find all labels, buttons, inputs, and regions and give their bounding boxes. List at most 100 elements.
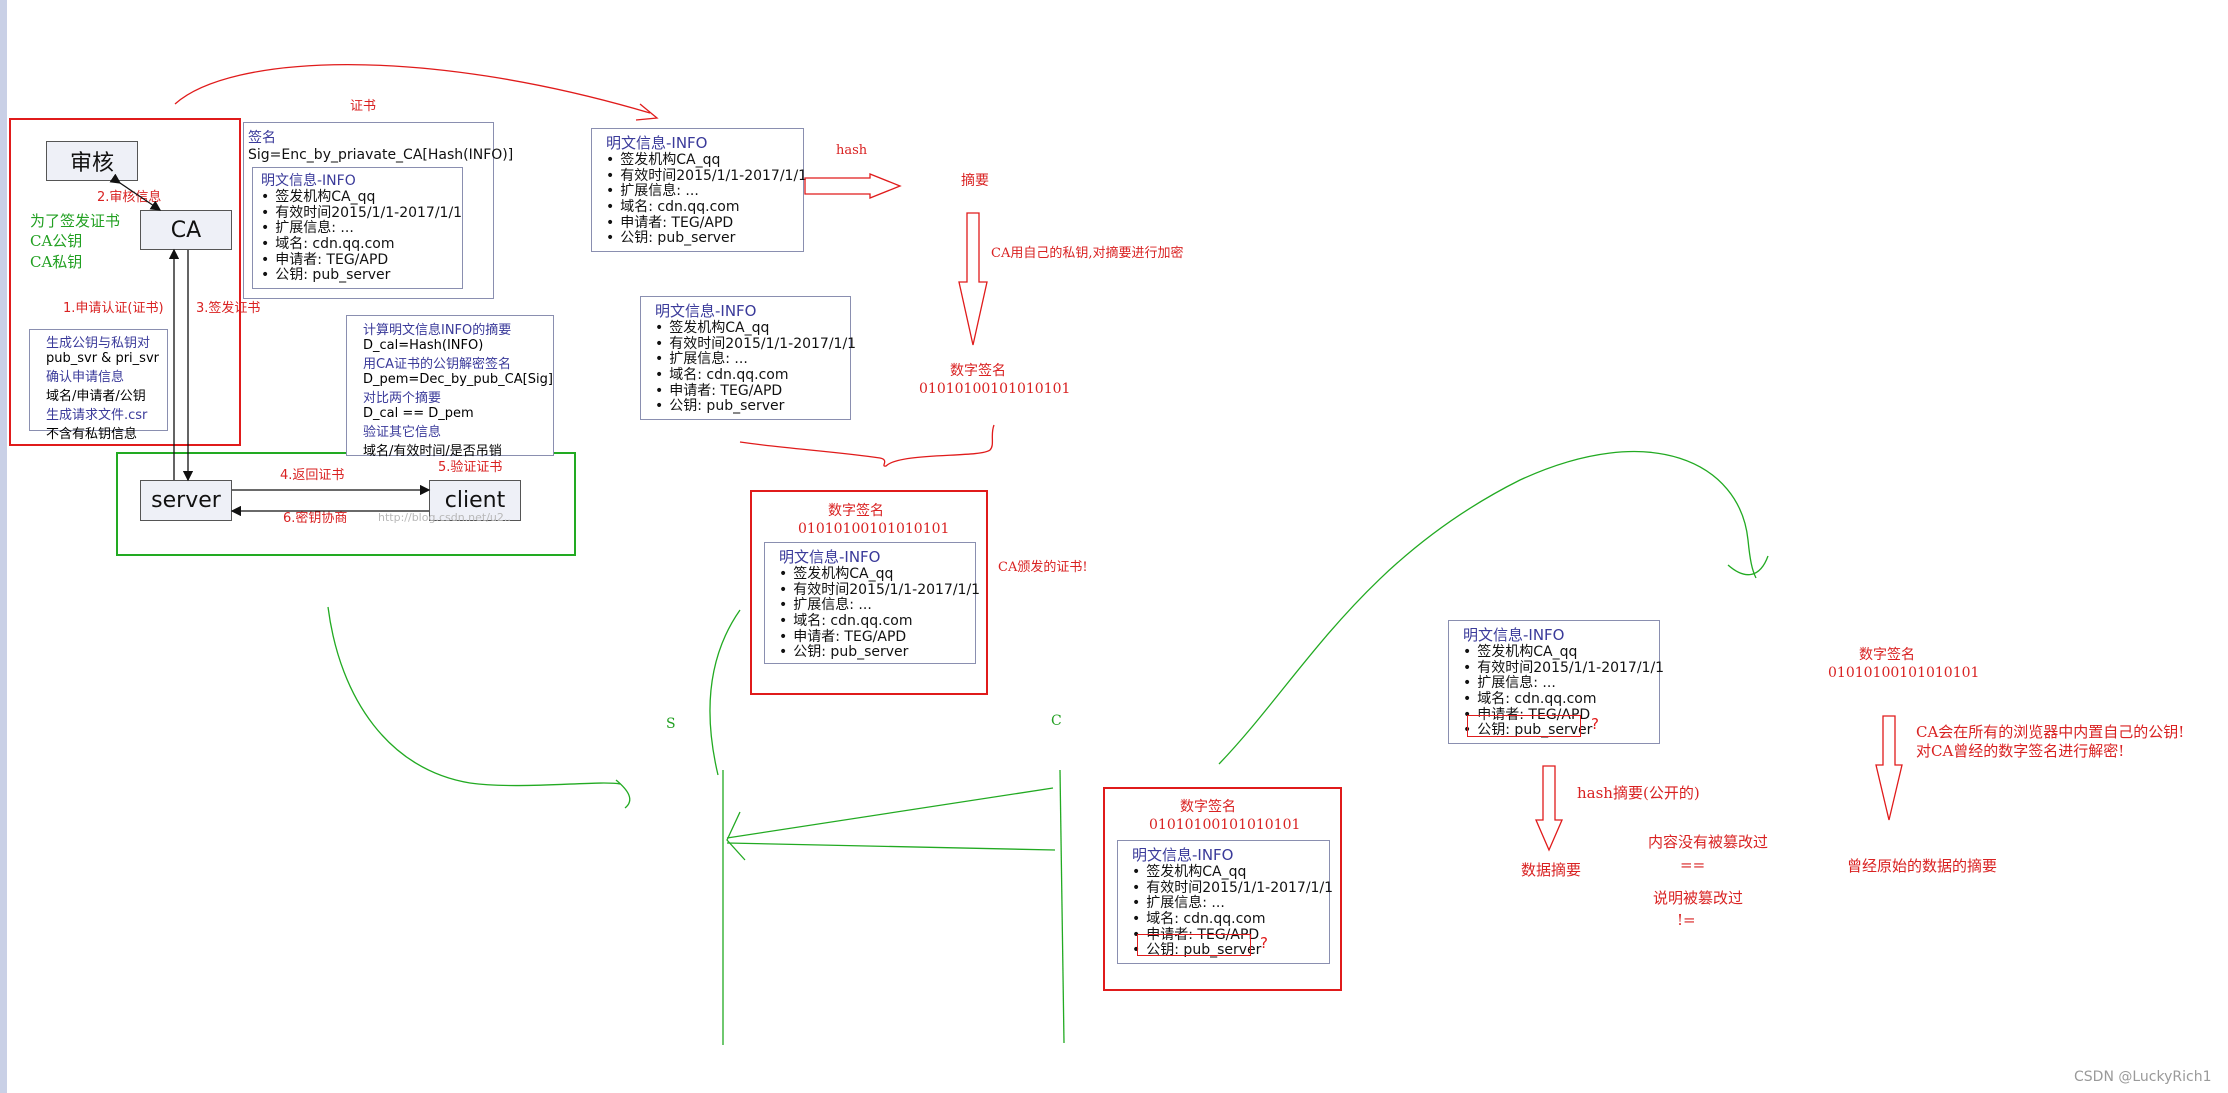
info-item: 扩展信息: ... [261, 221, 454, 237]
info-block: 明文信息-INFO 签发机构CA_qq有效时间2015/1/1-2017/1/1… [252, 167, 463, 289]
verify-step-title: 计算明文信息INFO的摘要 [363, 323, 512, 338]
info-item: 签发机构CA_qq [779, 566, 961, 583]
info-item: 有效时间2015/1/1-2017/1/1 [261, 205, 462, 222]
info-block: 明文信息-INFO 签发机构CA_qq有效时间2015/1/1-2017/1/1… [764, 542, 980, 664]
ca-node: CA [140, 210, 232, 250]
encrypt-arrow [958, 212, 988, 346]
info-item: 签发机构CA_qq [1132, 864, 1315, 881]
info-title: 明文信息-INFO [1132, 846, 1234, 864]
client-node: client [429, 480, 521, 521]
info-list: 签发机构CA_qq有效时间2015/1/1-2017/1/1扩展信息: ...域… [779, 566, 980, 661]
info-item: 申请者: TEG/APD [655, 383, 836, 400]
red-brace [739, 424, 995, 467]
info-item: 域名: cdn.qq.com [655, 367, 836, 384]
info-block: 明文信息-INFO 签发机构CA_qq有效时间2015/1/1-2017/1/1… [591, 128, 807, 252]
info-item: 扩展信息: ... [779, 598, 961, 614]
verify-step-title: 用CA证书的公钥解密签名 [363, 357, 511, 372]
signature-bits: 01010100101010101 [919, 381, 1071, 397]
verify-step-detail: D_cal == D_pem [363, 406, 474, 421]
ca-purpose: 为了签发证书 CA公钥 CA私钥 [30, 212, 120, 271]
step5-label: 5.验证证书 [438, 460, 503, 475]
info-item: 扩展信息: ... [1463, 676, 1645, 692]
hash-arrow [804, 173, 902, 199]
info-item: 申请者: TEG/APD [606, 215, 789, 232]
server-node: server [140, 480, 232, 521]
step2-label: 2.审核信息 [97, 190, 162, 205]
ca-region [9, 118, 241, 446]
tampered-label: 说明被篡改过 [1653, 889, 1744, 907]
not-equals-label: != [1677, 911, 1696, 929]
apply-step: 确认申请信息域名/申请者/公钥 [34, 366, 163, 404]
green-curve-left [327, 606, 621, 787]
red-arc-arrow [174, 64, 651, 114]
ca-node-label: CA [170, 217, 202, 243]
info-item: 有效时间2015/1/1-2017/1/1 [1132, 880, 1333, 897]
green-curve-right-head [1727, 555, 1769, 576]
question-mark: ? [1591, 715, 1599, 733]
cert-transfer-line-1 [726, 787, 1054, 839]
info-item: 有效时间2015/1/1-2017/1/1 [779, 582, 980, 599]
issued-cert-box [750, 490, 988, 695]
info-item: 签发机构CA_qq [1463, 644, 1645, 661]
info-block: 明文信息-INFO 签发机构CA_qq有效时间2015/1/1-2017/1/1… [640, 296, 856, 420]
info-block: 明文信息-INFO 签发机构CA_qq有效时间2015/1/1-2017/1/1… [1117, 840, 1333, 964]
step4-label: 4.返回证书 [280, 468, 345, 483]
verify-step-detail: D_cal=Hash(INFO) [363, 338, 484, 353]
s-label: S [666, 716, 676, 732]
info-list: 签发机构CA_qq有效时间2015/1/1-2017/1/1扩展信息: ...域… [1132, 864, 1333, 959]
apply-step-detail: pub_svr & pri_svr [46, 351, 159, 366]
info-title: 明文信息-INFO [606, 134, 708, 152]
original-digest-label: 曾经原始的数据的摘要 [1847, 857, 1998, 875]
digital-signature-label: 数字签名 [828, 503, 884, 519]
step3-label: 3.签发证书 [196, 301, 261, 316]
question-mark: ? [1260, 934, 1268, 952]
info-item: 有效时间2015/1/1-2017/1/1 [1463, 660, 1664, 677]
signature-bits: 01010100101010101 [1828, 665, 1980, 681]
step6-label: 6.密钥协商 [283, 511, 348, 526]
not-tampered-label: 内容没有被篡改过 [1648, 833, 1769, 851]
info-item: 扩展信息: ... [655, 352, 836, 368]
info-item: 申请者: TEG/APD [261, 252, 454, 269]
info-item: 有效时间2015/1/1-2017/1/1 [606, 168, 807, 185]
digital-signature-label: 数字签名 [1859, 647, 1915, 663]
info-item: 签发机构CA_qq [261, 189, 454, 206]
info-item: 域名: cdn.qq.com [606, 199, 789, 216]
info-list: 签发机构CA_qq有效时间2015/1/1-2017/1/1扩展信息: ...域… [261, 189, 462, 284]
info-title: 明文信息-INFO [779, 548, 881, 566]
red-arc-arrowhead [635, 103, 659, 121]
info-item: 公钥: pub_server [779, 645, 961, 661]
apply-step-detail: 域名/申请者/公钥 [46, 389, 146, 404]
audit-node-label: 审核 [69, 151, 114, 176]
info-title: 明文信息-INFO [1463, 626, 1565, 644]
audit-node: 审核 [46, 141, 138, 181]
info-item: 公钥: pub_server [606, 231, 789, 247]
ca-purpose-line: CA公钥 [30, 232, 83, 251]
issued-cert-note: CA颁发的证书! [998, 560, 1088, 575]
hash-label: hash [836, 143, 868, 158]
info-item: 扩展信息: ... [1132, 896, 1315, 912]
csdn-credit: CSDN @LuckyRich1 [2074, 1069, 2212, 1085]
step1-label: 1.申请认证(证书) [63, 301, 164, 316]
digital-signature-label: 数字签名 [1180, 799, 1236, 815]
hash-public-arrow [1535, 765, 1563, 852]
server-node-label: server [151, 488, 221, 513]
cert-label: 证书 [350, 99, 377, 114]
client-timeline [1059, 769, 1065, 1044]
info-item: 公钥: pub_server [655, 399, 836, 415]
verify-step-detail: D_pem=Dec_by_pub_CA[Sig] [363, 372, 553, 387]
info-list: 签发机构CA_qq有效时间2015/1/1-2017/1/1扩展信息: ...域… [655, 320, 856, 415]
info-list: 签发机构CA_qq有效时间2015/1/1-2017/1/1扩展信息: ...域… [606, 152, 807, 247]
info-item: 有效时间2015/1/1-2017/1/1 [655, 336, 856, 353]
browser-note-2: 对CA曾经的数字签名进行解密! [1916, 742, 2125, 760]
info-item: 公钥: pub_server [261, 268, 454, 284]
apply-step-title: 生成请求文件.csr [46, 408, 148, 423]
verify-step-title: 对比两个摘要 [363, 391, 442, 406]
signature-formula: Sig=Enc_by_priavate_CA[Hash(INFO)] [248, 147, 514, 163]
green-curve-left-head [615, 779, 631, 809]
equals-label: == [1680, 856, 1706, 874]
